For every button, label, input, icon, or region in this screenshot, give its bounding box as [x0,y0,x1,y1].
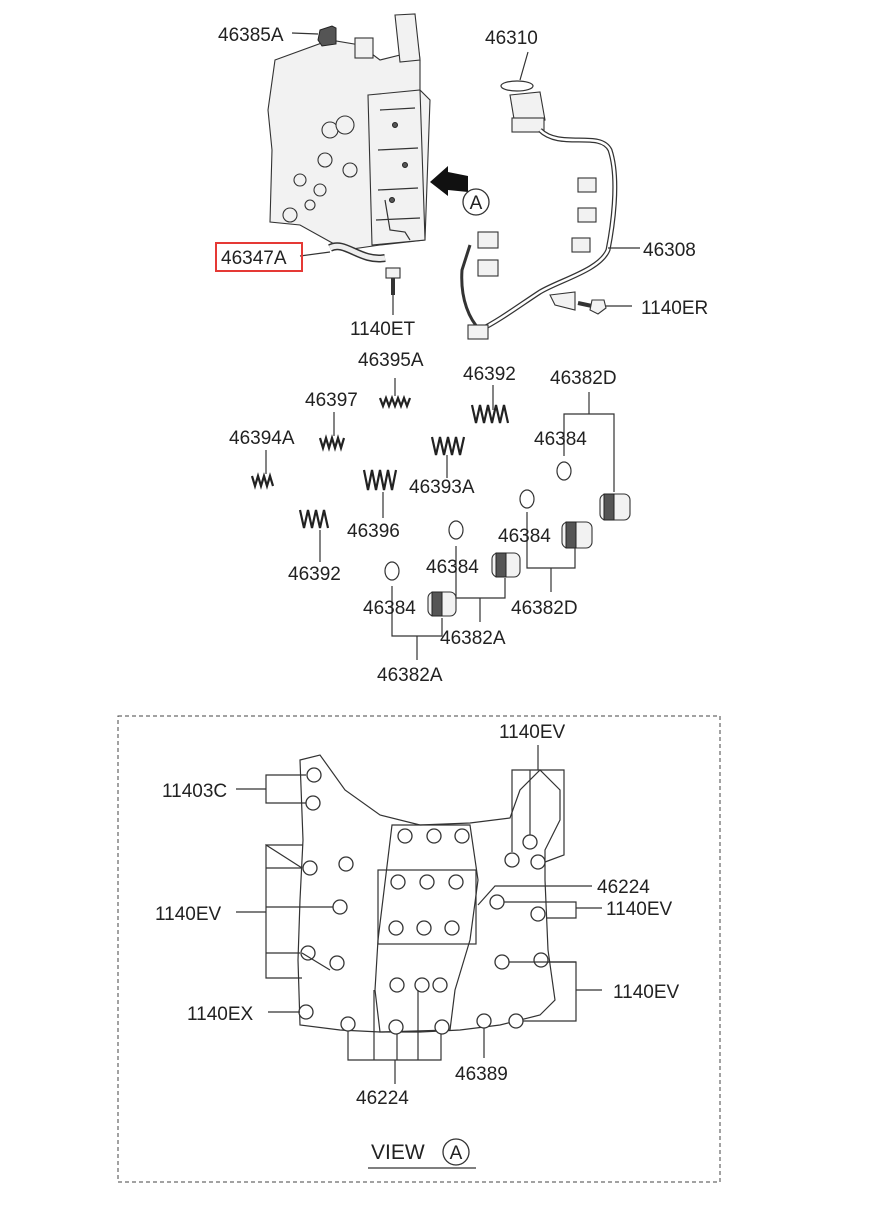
view-title-text: VIEW [371,1141,425,1164]
label-46396: 46396 [347,521,400,542]
view-label-1140EV-right: 1140EV [606,899,673,920]
label-46384-a: 46384 [534,429,587,450]
view-arrow-icon: A [430,166,490,216]
valve-body-assembly [267,13,431,251]
label-46395A: 46395A [358,350,424,371]
view-label-1140EV-left: 1140EV [155,904,222,925]
part-46347A-hose [299,242,386,263]
label-46382D-top: 46382D [550,368,617,389]
label-46382A-bottom: 46382A [377,665,443,686]
label-1140ER: 1140ER [641,298,708,319]
label-46384-c: 46384 [426,557,479,578]
part-1140ER-bolt [577,299,632,315]
label-46382D-bottom: 46382D [511,598,578,619]
view-label-46224-bottom: 46224 [356,1088,409,1109]
label-46393A: 46393A [409,477,475,498]
label-46347A: 46347A [221,248,287,269]
part-46385A-clip [291,25,337,47]
view-label-1140EV-top: 1140EV [499,722,566,743]
label-46385A: 46385A [218,25,284,46]
callout-a-label: A [470,193,483,214]
view-a-panel: 1140EV 11403C 46224 1140EV 1140EV 1140EV… [117,715,721,1183]
springs-group [250,378,510,562]
label-46384-b: 46384 [498,526,551,547]
highlight-box-46347A [215,242,303,272]
label-46384-d: 46384 [363,598,416,619]
label-46397: 46397 [305,390,358,411]
sleeves-group [427,493,631,617]
label-46394A: 46394A [229,428,295,449]
view-label-46224-right: 46224 [597,877,650,898]
label-46392-bottom: 46392 [288,564,341,585]
rings-group [384,461,572,581]
part-46308-harness [460,128,640,340]
label-46392-top: 46392 [463,364,516,385]
part-1140ET-bolt [385,267,401,315]
view-label-11403C: 11403C [162,781,227,802]
label-46310: 46310 [485,28,538,49]
view-title-circle-label: A [450,1143,463,1164]
label-46382A-mid: 46382A [440,628,506,649]
view-label-1140EV-right2: 1140EV [613,982,680,1003]
leader-lines [391,392,615,660]
label-46308: 46308 [643,240,696,261]
view-label-1140EX: 1140EX [187,1004,254,1025]
label-1140ET: 1140ET [350,319,416,340]
view-label-46389: 46389 [455,1064,508,1085]
part-46310-sensor [500,51,546,133]
